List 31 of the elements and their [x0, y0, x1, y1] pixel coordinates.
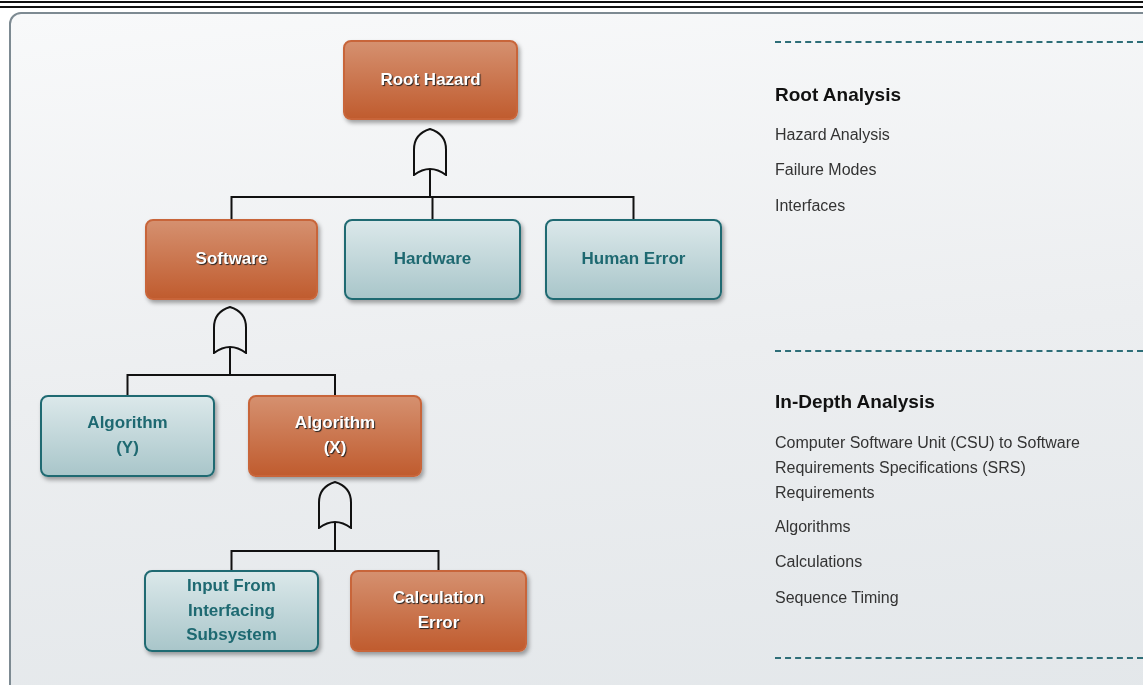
list-item: Computer Software Unit (CSU) to Software Requirements Specifications (SRS) Requirements [775, 433, 1081, 503]
event-box [40, 395, 215, 477]
connector-line [334, 521, 440, 571]
event-box [545, 219, 722, 300]
connector-line [429, 168, 635, 220]
event-label: Human Error [581, 248, 686, 271]
list-item: Interfaces [775, 196, 847, 216]
event-box [145, 219, 318, 300]
connector-line [229, 346, 336, 396]
event-box [343, 40, 518, 120]
list-item: Calculations [775, 552, 864, 572]
or-gate-symbol [413, 128, 447, 176]
event-label: Calculation Error [392, 587, 485, 634]
event-label: Algorithm (Y) [87, 412, 168, 459]
or-gate-symbol [213, 306, 247, 354]
event-box [144, 570, 319, 652]
event-label: Hardware [393, 248, 472, 271]
list-item: Sequence Timing [775, 588, 900, 608]
event-label: Software [195, 248, 268, 271]
event-label: Input From Interfacing Subsystem [185, 575, 278, 647]
section-heading: Root Analysis [775, 83, 902, 107]
list-item: Algorithms [775, 517, 852, 537]
or-gate-symbol [318, 481, 352, 529]
event-box [350, 570, 527, 652]
event-box [248, 395, 422, 477]
section-heading: In-Depth Analysis [775, 390, 936, 414]
list-item: Hazard Analysis [775, 125, 891, 145]
list-item: Failure Modes [775, 160, 878, 180]
event-label: Root Hazard [380, 68, 481, 91]
event-label: Algorithm (X) [294, 412, 376, 459]
event-box [344, 219, 521, 300]
